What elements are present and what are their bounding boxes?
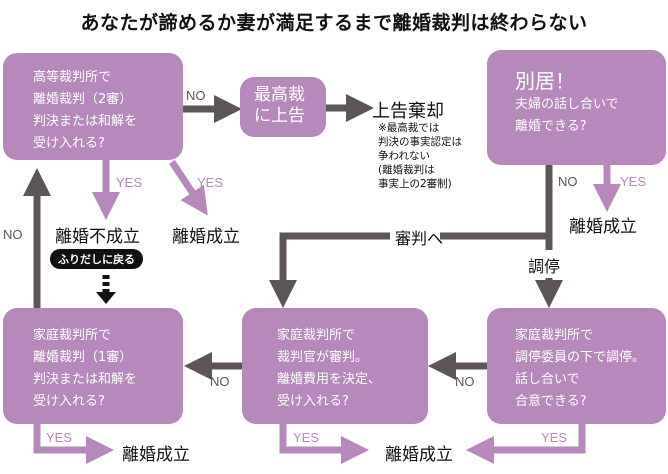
family-judge-text: 家庭裁判所で 裁判官が審判。 離婚費用を決定、 受け入れる? [277,328,382,409]
arrow-high-yes-ok [169,160,208,216]
divorce-ok-high: 離婚成立 [172,227,240,247]
divorce-ok-trial: 離婚成立 [122,445,190,465]
family-mediation-box: 家庭裁判所で 調停委員の下で調停。 話し合いで 合意できる? [487,308,666,424]
divorce-ok-judge-mediation: 離婚成立 [385,445,453,465]
high-court-text: 高等裁判所で 離婚裁判（2審） 判決または和解を 受け入れる? [33,70,138,151]
separation-box: 別居！ 夫婦の話し合いで 離婚できる? [487,50,666,165]
separation-text: 夫婦の話し合いで 離婚できる? [515,97,619,134]
arrow-mediation-yes [466,424,586,464]
supreme-court-text: 最高裁 に上告 [254,85,305,126]
family-mediation-text: 家庭裁判所で 調停委員の下で調停。 話し合いで 合意できる? [515,328,646,409]
family-trial-text: 家庭裁判所で 離婚裁判（1審） 判決または和解を 受け入れる? [33,328,138,409]
supreme-court-box: 最高裁 に上告 [240,77,326,137]
appeal-note: ※最高裁では 判決の事実認定は 争われない (離婚裁判は 事実上の2審制) [378,122,462,190]
no-label-judge: NO [210,374,230,389]
no-label-separation: NO [558,174,578,189]
yes-label-separation: YES [620,174,647,189]
yes-label-mediation: YES [541,430,568,445]
arrow-to-trial-2 [269,232,390,308]
page-title: あなたが諦めるか妻が満足するまで離婚裁判は終わらない [80,12,588,34]
arrow-trial-yes [33,424,114,464]
arrow-judge-yes [279,424,369,464]
family-trial-box: 家庭裁判所で 離婚裁判（1審） 判決または和解を 受け入れる? [3,308,183,424]
yes-label-judge: YES [293,430,320,445]
high-court-box: 高等裁判所で 離婚裁判（2審） 判決または和解を 受け入れる? [3,53,183,160]
appeal-rejected-label: 上告棄却 [372,101,444,122]
no-label-trial-up: NO [3,227,23,242]
yes-label-high-2: YES [197,175,224,190]
divorce-ok-separation: 離婚成立 [569,217,637,237]
divorce-fail-label: 離婚不成立 [55,227,140,247]
yes-label-trial: YES [46,430,73,445]
family-judge-box: 家庭裁判所で 裁判官が審判。 離婚費用を決定、 受け入れる? [242,308,428,424]
separation-title: 別居！ [515,69,575,93]
no-label-high: NO [186,88,206,103]
back-to-start-badge: ふりだしに戻る [50,249,143,269]
no-label-mediation: NO [455,374,475,389]
mediation-label: 調停 [528,257,561,276]
yes-label-high-1: YES [116,175,143,190]
to-trial-label: 審判へ [395,229,444,248]
